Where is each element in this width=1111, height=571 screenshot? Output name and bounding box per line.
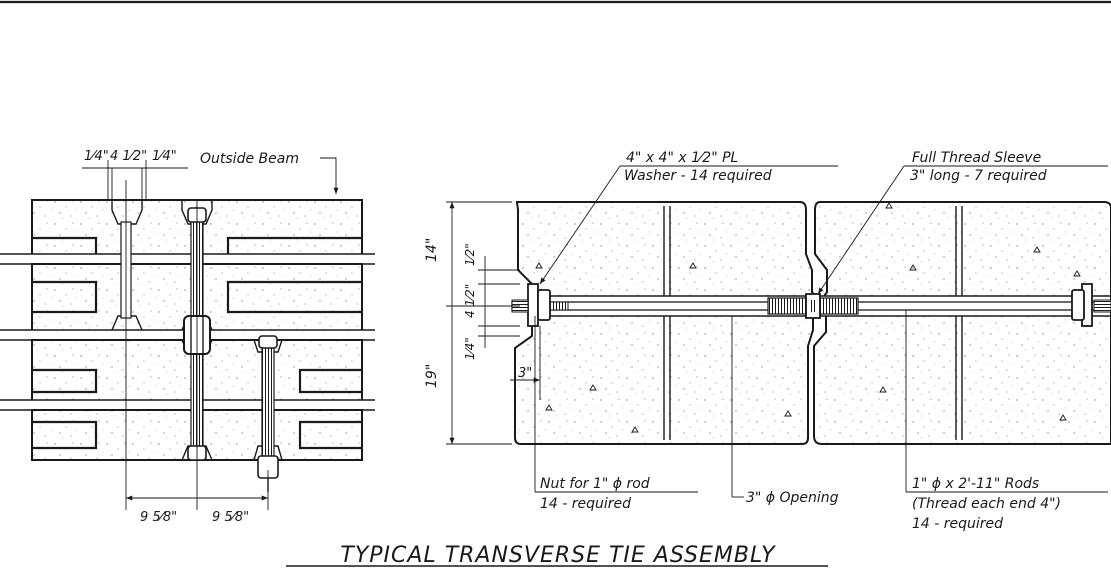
rods-label-line3: 14 - required [912, 516, 1003, 532]
dim-quarter-side: 1⁄4" [463, 337, 477, 360]
opening-label: 3" ϕ Opening [746, 490, 839, 506]
sleeve-label-line1: Full Thread Sleeve [912, 150, 1041, 166]
nut-label-line2: 14 - required [540, 496, 631, 512]
dim-bottom-right: 9 5⁄8" [212, 510, 249, 525]
dim-bottom-left: 9 5⁄8" [140, 510, 177, 525]
plan-view: 1⁄4" 4 1⁄2" 1⁄4" Outside Beam 9 5⁄8" 9 5… [0, 149, 375, 525]
rods-label-line2: (Thread each end 4") [912, 496, 1061, 512]
washer-label-line2: Washer - 14 required [624, 168, 772, 184]
rods-label-line1: 1" ϕ x 2'-11" Rods [912, 476, 1039, 492]
drawing-title: TYPICAL TRANSVERSE TIE ASSEMBLY [340, 543, 776, 568]
nut-right-top [258, 335, 278, 349]
outside-beam-label: Outside Beam [200, 151, 299, 167]
sleeve-label-line2: 3" long - 7 required [910, 168, 1047, 184]
nut-label-line1: Nut for 1" ϕ rod [540, 476, 650, 492]
washer-label-line1: 4" x 4" x 1⁄2" PL [626, 150, 738, 166]
girder-left [514, 201, 822, 445]
dim-19: 19" [424, 364, 440, 388]
washer-left [527, 283, 539, 327]
dim-half: 1⁄2" [463, 243, 477, 266]
nut-left [537, 289, 551, 321]
dim-four-half-side: 4 1⁄2" [463, 284, 477, 318]
dim-3: 3" [518, 366, 532, 381]
section-view: 14" 19" 1⁄2" 4 1⁄2" 1⁄4" 3" 4" x 4" x 1⁄… [286, 150, 1111, 568]
dim-four-half-top: 4 1⁄2" [110, 149, 147, 164]
dim-quarter-left: 1⁄4" [84, 149, 109, 164]
nut-right [1071, 289, 1085, 321]
rod-threaded-2 [261, 343, 275, 473]
dim-quarter-right: 1⁄4" [152, 149, 177, 164]
dim-14: 14" [424, 238, 440, 262]
